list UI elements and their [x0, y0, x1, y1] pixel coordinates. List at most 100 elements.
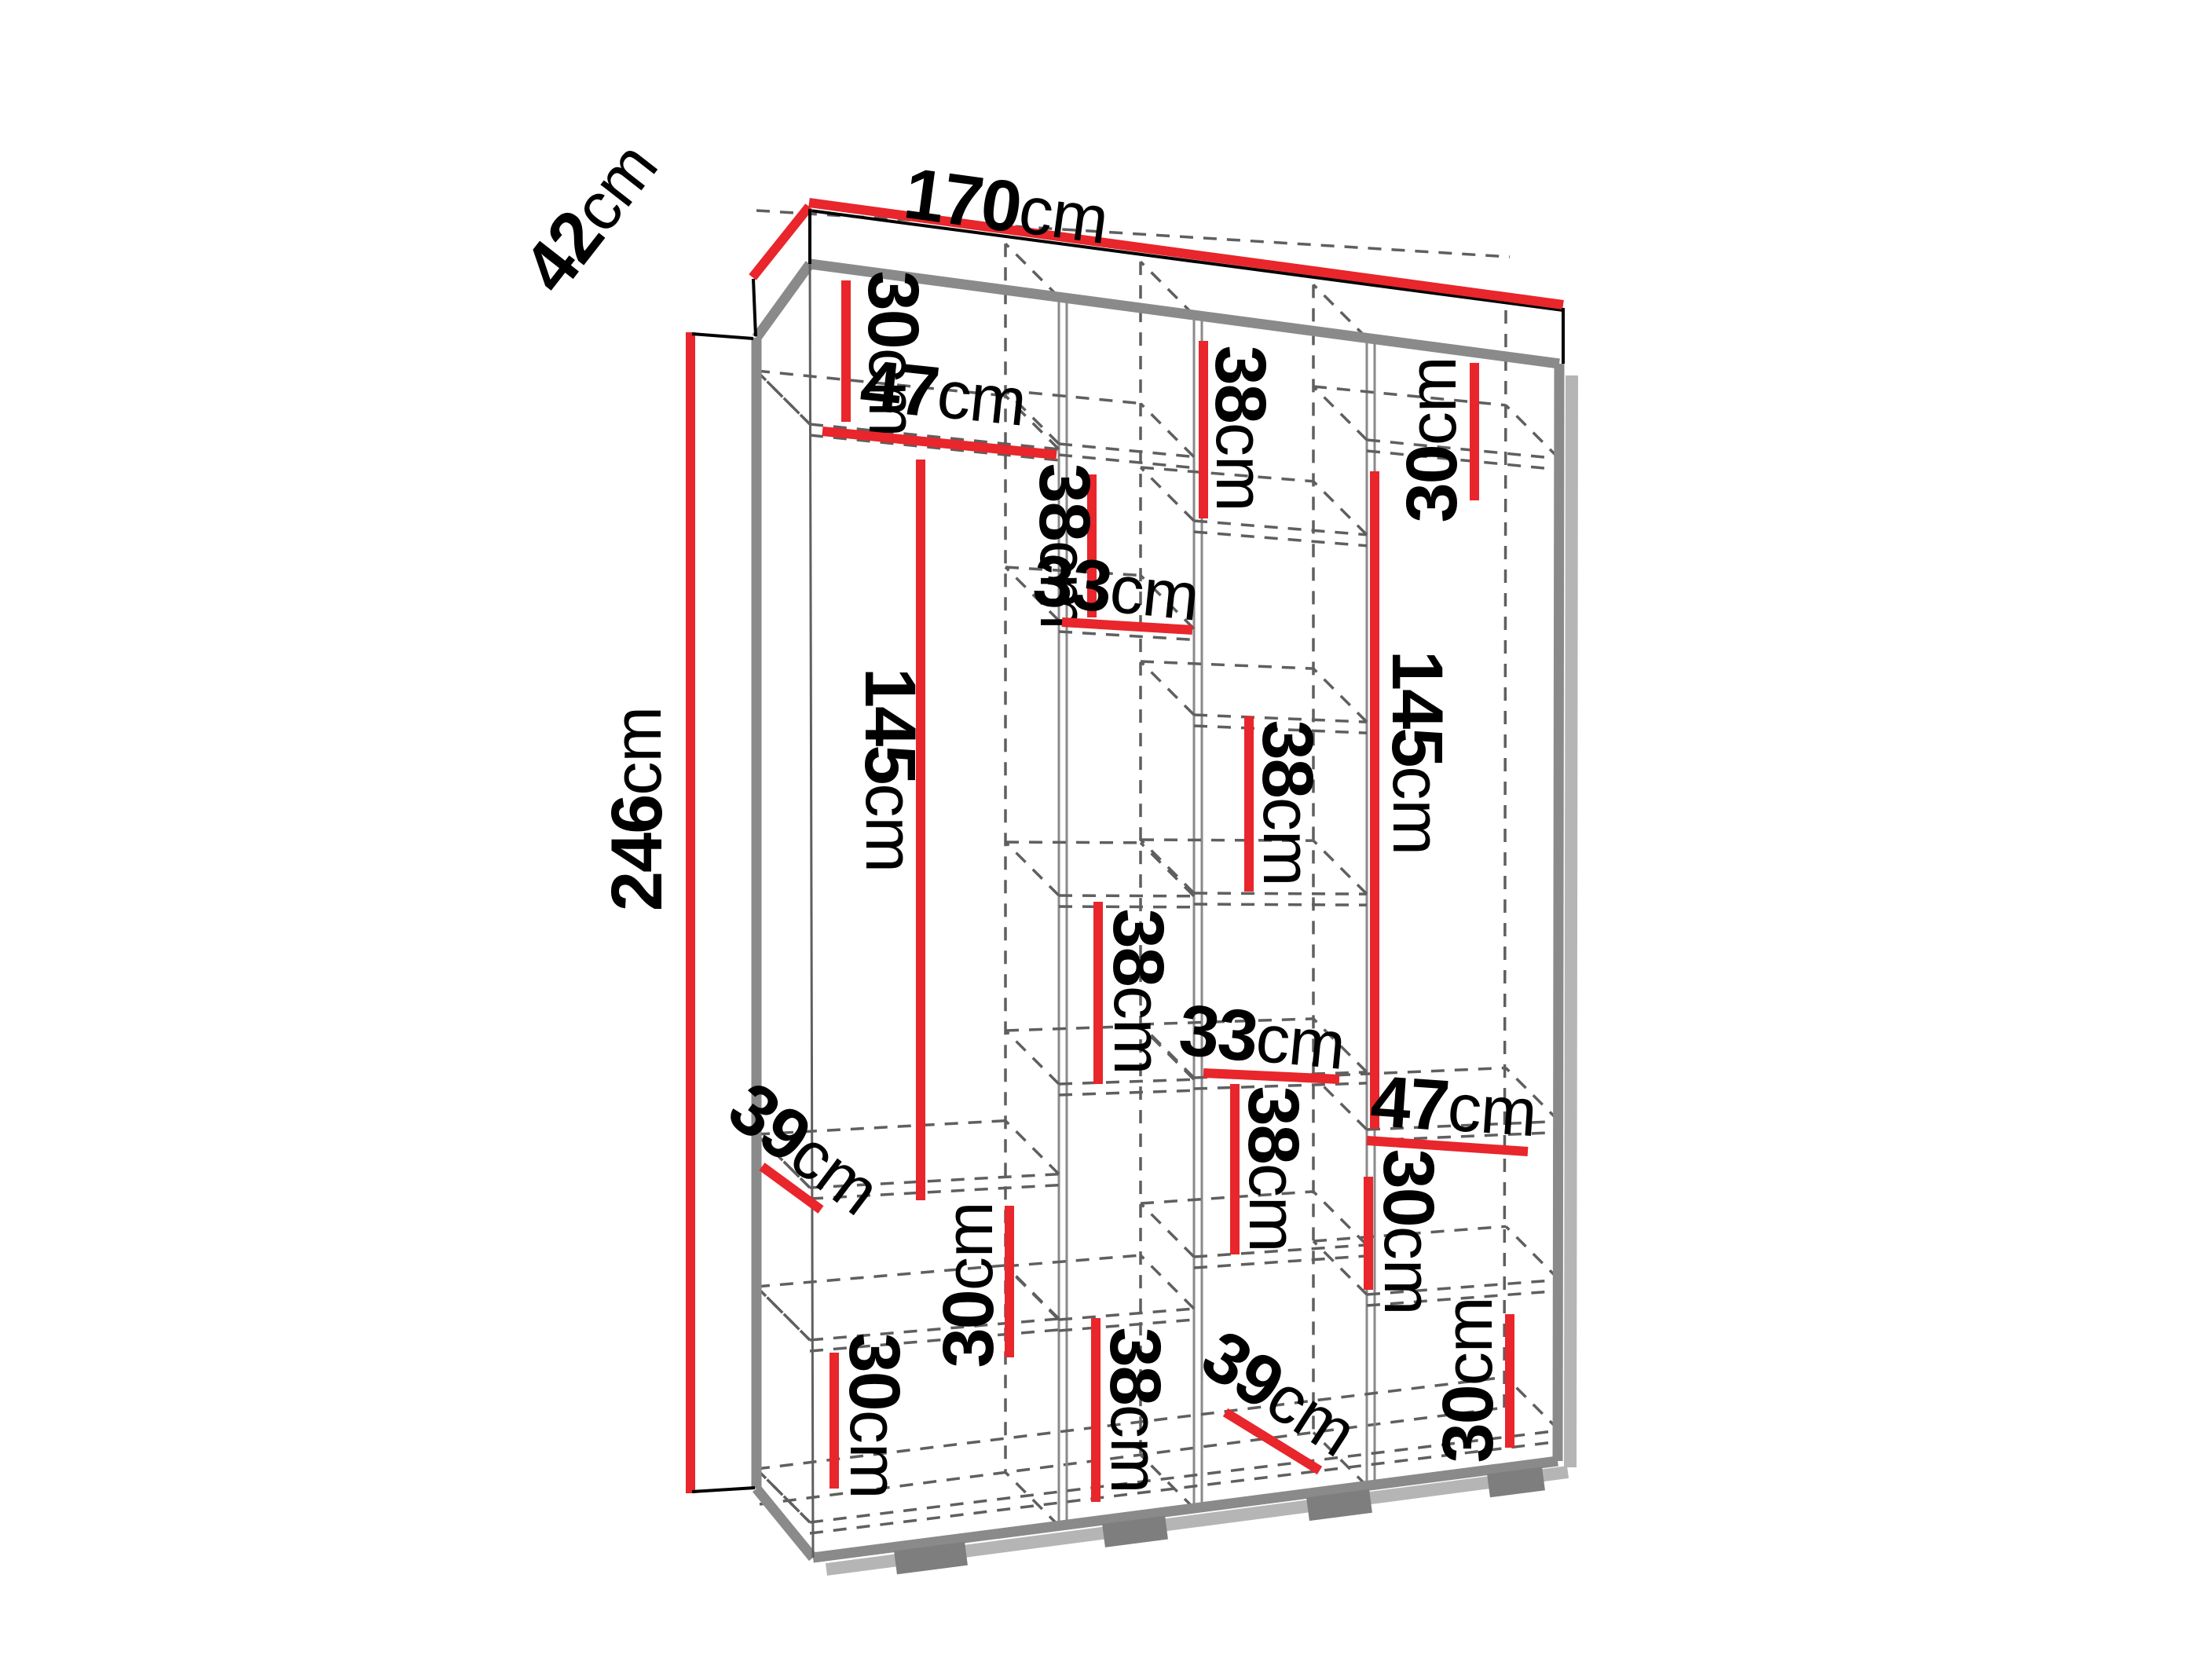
shelf-col1-2-b [809, 1183, 1060, 1200]
left-band-shelf-2 [755, 1133, 811, 1189]
dimension-label-depth-top: 42cm [508, 127, 673, 307]
dimension-col3-w33: 33cm [1176, 990, 1349, 1086]
front-left-edge [808, 263, 815, 1558]
shelf-col1-3-depth-left [755, 1285, 811, 1342]
front-right-edge [1552, 363, 1565, 1462]
shelf-col2-1-depth-right [1139, 402, 1196, 458]
shelf-col3-5-depth-left [1139, 1202, 1196, 1258]
shelf-col1-1-depth-left [755, 369, 811, 426]
shelf-col4-3-back [1313, 1225, 1507, 1243]
dimension-col4-h145: 145cm [1370, 471, 1457, 1129]
shelf-col2-2-depth-right [1139, 574, 1196, 630]
dimension-line-left-d39 [759, 1163, 824, 1214]
dimension-label-col4-h145: 145cm [1377, 650, 1457, 855]
shelf-col2-4 [1058, 1078, 1195, 1086]
shelf-col3-5-back [1140, 1190, 1314, 1205]
shelf-col3-4-back [1140, 1017, 1314, 1026]
dimension-col2-h38-bottom: 38cm [1091, 1318, 1175, 1502]
dimension-line-col3-w33 [1203, 1068, 1340, 1084]
dimension-line-col2-w33 [1061, 617, 1193, 635]
shelf-col4-2-back [1313, 1066, 1507, 1078]
shelf-col2-5 [1058, 1307, 1195, 1321]
shelf-col1-2-depth-right [1004, 1119, 1060, 1175]
shelf-col4-2-depth-left [1312, 1075, 1368, 1131]
dimension-label-width-total: 170cm [899, 153, 1112, 260]
shelf-col2-4-depth-left [1004, 1029, 1060, 1086]
dimension-depth-top: 42cm [508, 127, 813, 307]
shelf-col4-1-b [1366, 449, 1560, 471]
shelf-col1-1-back [756, 369, 1006, 397]
dimension-bottom-d39: 39cm [1188, 1315, 1369, 1475]
dimension-col4-h30-bottom: 30cm [1428, 1298, 1514, 1463]
shelf-col3-2-b [1193, 724, 1368, 734]
dimension-label-col1-h30-bottom: 30cm [834, 1333, 914, 1499]
shelf-col4-1 [1366, 438, 1560, 460]
shelf-col2-3 [1058, 894, 1195, 898]
dimension-line-col1-w47 [822, 427, 1057, 460]
dimension-col2-h38-mid: 38cm [1093, 902, 1178, 1084]
shelf-col3-1-b [1193, 530, 1368, 548]
back-right-edge [1503, 309, 1507, 1408]
shelf-col4-1-back [1313, 385, 1507, 407]
shelf-col3-5 [1193, 1243, 1368, 1258]
shelf-col3-5-depth-right [1312, 1190, 1368, 1247]
floor [809, 1429, 1560, 1524]
foot-4 [1487, 1467, 1545, 1498]
dimension-label-col3-h38-mid: 38cm [1247, 720, 1328, 886]
shelf-col1-3 [809, 1317, 1060, 1342]
shelf-col4-3 [1366, 1278, 1560, 1296]
dimension-col2-w33: 33cm [1029, 540, 1202, 635]
dimension-label-col2-h38-mid: 38cm [1098, 909, 1178, 1075]
shelf-col1-3-back [756, 1264, 1006, 1288]
shelf-col3-1-back [1140, 466, 1314, 483]
shelf-col1-1-b [809, 434, 1060, 462]
shelf-col2-5-back [1005, 1254, 1141, 1268]
front-top-edge [809, 258, 1560, 369]
top-back-edge [809, 209, 1564, 312]
shelf-col3-3 [1193, 892, 1368, 895]
dimension-label-col4-h30-top: 30cm [1392, 357, 1472, 523]
shelf-col2-1 [1058, 442, 1195, 459]
shadow-right [1564, 375, 1578, 1468]
shelf-col4-1-depth-left [1312, 385, 1368, 441]
shelf-col3-4-depth-right [1312, 1017, 1368, 1074]
shelf-col1-1-depth-right [1004, 394, 1060, 451]
dimension-label-col3-w33: 33cm [1176, 990, 1349, 1086]
shelf-col3-3-depth-right [1312, 839, 1368, 895]
dimension-col3-h38-top: 38cm [1199, 341, 1280, 518]
shelf-col3-2 [1193, 713, 1368, 723]
back-bottom-edge [759, 1406, 1505, 1506]
dimension-col4-h30-top: 30cm [1392, 357, 1479, 523]
dimension-label-col1-h145: 145cm [850, 668, 930, 872]
left-band-shelf-4 [755, 1467, 811, 1524]
dimension-label-height-total: 246cm [597, 707, 677, 911]
foot-3 [1306, 1489, 1372, 1522]
dimension-label-col3-h38-top: 38cm [1200, 346, 1280, 511]
dimension-height-total: 246cm [597, 278, 757, 1493]
shelf-col4-2 [1366, 1119, 1560, 1131]
shelf-col3-4-b [1193, 1082, 1368, 1090]
dimension-label-col1-h30-mid: 30cm [928, 1203, 1009, 1368]
shelf-col1-2-depth-left [755, 1133, 811, 1189]
shelf-col2-3-back [1005, 840, 1141, 844]
dimension-label-col2-h38-top: 38cm [1024, 463, 1104, 629]
dimension-label-col1-h30-top: 30cm [853, 271, 933, 437]
floor-depth-left [755, 1467, 811, 1524]
shelf-col1-3-b [809, 1328, 1060, 1353]
shelf-col3-3-b [1193, 903, 1368, 906]
divider-1-top-depth [1004, 242, 1060, 298]
floor-depth-right [1504, 1375, 1561, 1432]
dimension-col4-h30-under: 30cm [1364, 1149, 1448, 1314]
left-band-shelf-3 [755, 1285, 811, 1342]
foot-2 [1102, 1515, 1168, 1547]
dimension-col1-h30-mid: 30cm [928, 1203, 1014, 1368]
shelf-col2-3-b [1058, 905, 1195, 909]
shelf-col2-5-depth-left [1004, 1265, 1060, 1321]
shelf-col4-1-depth-right [1504, 404, 1561, 460]
dimension-width-total: 170cm [808, 153, 1565, 361]
shelf-col4-3-depth-left [1312, 1240, 1368, 1296]
dimension-tick-height-total-2 [691, 1486, 756, 1493]
dimension-line-bottom-d39 [1222, 1408, 1323, 1475]
